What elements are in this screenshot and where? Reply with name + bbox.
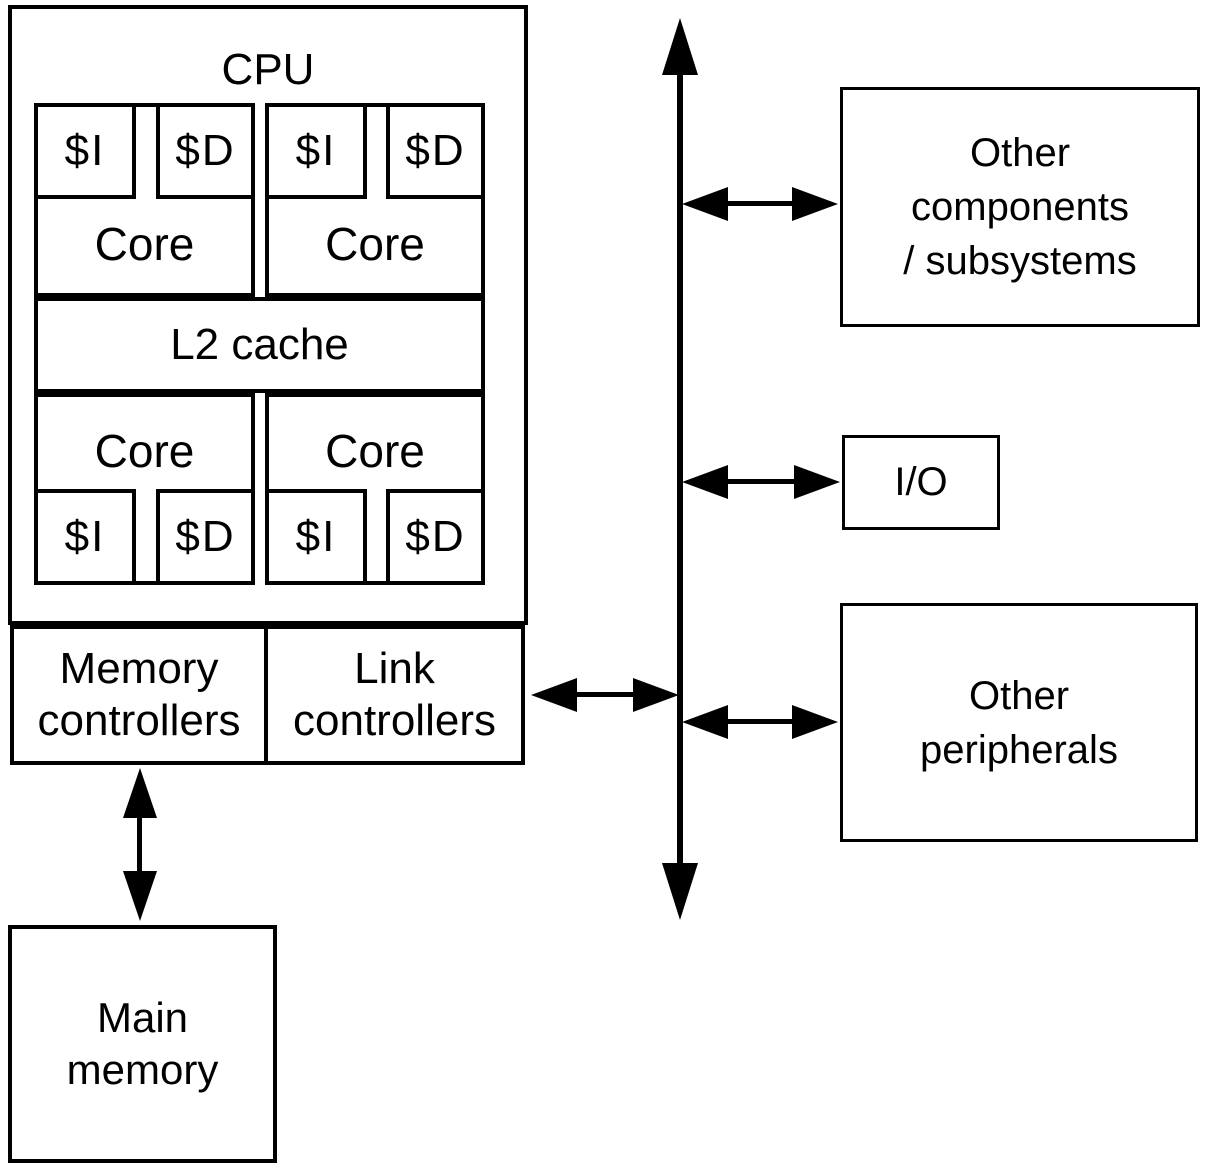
other-components-label-line1: Other (969, 131, 1071, 175)
link-controllers-box: Link controllers (264, 625, 525, 765)
dcache-box: $D (386, 103, 485, 199)
arrowhead-down-icon (123, 871, 157, 921)
other-peripherals-box: Other peripherals (840, 603, 1198, 842)
arrow-shaft (690, 479, 832, 484)
arrowhead-right-icon (792, 705, 838, 739)
core-box-top-left: $I $D Core (34, 103, 255, 297)
bus-arrowhead-down-icon (662, 863, 698, 920)
arrow-shaft (539, 692, 671, 697)
link-controllers-label-line1: Link (354, 644, 435, 693)
link-controllers-label-line2: controllers (293, 696, 496, 745)
icache-label: $I (64, 126, 106, 175)
dcache-box: $D (156, 489, 255, 585)
icache-label: $I (295, 126, 337, 175)
core-label: Core (325, 425, 425, 477)
core-box-bottom-right: Core $I $D (265, 393, 485, 585)
icache-box: $I (265, 103, 367, 199)
bus-to-other-components-arrow (682, 187, 838, 221)
dcache-label: $D (405, 126, 466, 175)
icache-box: $I (265, 489, 367, 585)
core-label: Core (94, 425, 195, 477)
arrowhead-right-icon (792, 187, 838, 221)
dcache-label: $D (175, 126, 236, 175)
icache-box: $I (34, 489, 136, 585)
arrowhead-right-icon (633, 678, 679, 712)
system-bus-line (677, 70, 683, 866)
memory-controllers-box: Memory controllers (10, 625, 268, 765)
bus-to-other-peripherals-arrow (682, 705, 838, 739)
dcache-box: $D (156, 103, 255, 199)
memory-controllers-label-line1: Memory (59, 644, 219, 693)
arrowhead-left-icon (531, 678, 577, 712)
main-memory-label-line2: memory (66, 1046, 219, 1093)
cpu-title: CPU (221, 45, 315, 94)
arrow-shaft (690, 201, 830, 206)
arrowhead-left-icon (682, 705, 728, 739)
arrow-shaft (137, 814, 142, 875)
memory-controllers-to-main-memory-arrow (123, 768, 157, 921)
io-label: I/O (894, 460, 948, 504)
main-memory-box: Main memory (8, 925, 277, 1163)
dcache-label: $D (175, 512, 236, 561)
arrow-shaft (690, 719, 830, 724)
core-box-bottom-left: Core $I $D (34, 393, 255, 585)
core-box-top-right: $I $D Core (265, 103, 485, 297)
other-components-label-line3: / subsystems (903, 239, 1137, 283)
icache-box: $I (34, 103, 136, 199)
io-box: I/O (842, 435, 1000, 530)
arrowhead-up-icon (123, 768, 157, 818)
core-label: Core (325, 218, 425, 270)
link-controllers-to-bus-arrow (531, 678, 679, 712)
bus-to-io-arrow (682, 465, 840, 499)
other-peripherals-label-line1: Other (968, 673, 1070, 718)
memory-controllers-label-line2: controllers (37, 696, 241, 745)
icache-label: $I (64, 512, 106, 561)
other-components-box: Other components / subsystems (840, 87, 1200, 327)
core-label: Core (94, 218, 195, 270)
arrowhead-right-icon (794, 465, 840, 499)
arrowhead-left-icon (682, 187, 728, 221)
dcache-box: $D (386, 489, 485, 585)
l2-cache-label: L2 cache (170, 320, 349, 369)
arrowhead-left-icon (682, 465, 728, 499)
other-peripherals-label-line2: peripherals (920, 727, 1118, 772)
dcache-label: $D (405, 512, 466, 561)
other-components-label-line2: components (911, 185, 1129, 229)
icache-label: $I (295, 512, 337, 561)
bus-arrowhead-up-icon (662, 18, 698, 75)
l2-cache-box: L2 cache (34, 297, 485, 393)
main-memory-label-line1: Main (96, 994, 189, 1041)
